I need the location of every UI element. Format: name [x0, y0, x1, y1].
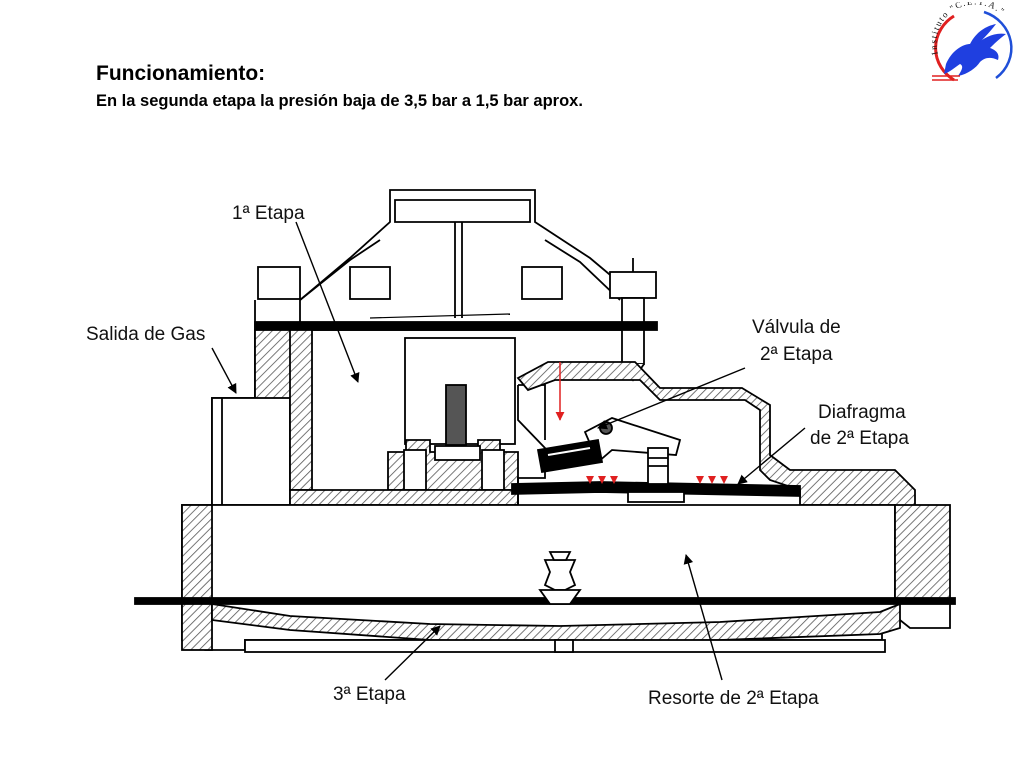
first-stage-gasket [254, 321, 658, 331]
winged-horse-icon [944, 24, 1006, 76]
leader-diafragma [737, 427, 806, 485]
diaphragm-plate [627, 491, 685, 503]
third-stage-chamber [211, 602, 901, 643]
leader-valvula [597, 367, 746, 430]
partition-floor [289, 489, 519, 506]
second-stage-diaphragm [511, 481, 801, 497]
bolt-center-left [349, 266, 391, 300]
cover-slope-left [299, 239, 381, 301]
label-valvula-line2: 2ª Etapa [760, 344, 833, 365]
leader-resorte [683, 554, 723, 681]
label-resorte: Resorte de 2ª Etapa [648, 688, 819, 709]
first-stage-valve-stem [445, 384, 467, 446]
label-diafragma-line2: de 2ª Etapa [810, 428, 909, 449]
page-subtitle: En la segunda etapa la presión baja de 3… [96, 92, 583, 110]
leader-salida-gas [211, 347, 237, 394]
logo-ring-right [983, 10, 1013, 80]
bolt-left [257, 266, 301, 300]
gas-outlet [211, 397, 291, 506]
stud-bolt [621, 297, 645, 365]
pressure-arrows [586, 476, 728, 484]
bolt-center-right [521, 266, 563, 300]
base-right-hatch [894, 504, 951, 601]
label-diafragma-line1: Diafragma [818, 402, 906, 423]
institute-logo: Instituto "C.E.T.A." [928, 2, 1013, 82]
bolt-right [609, 271, 657, 299]
label-tercera-etapa: 3ª Etapa [333, 684, 406, 705]
label-valvula-line1: Válvula de [752, 317, 841, 338]
relief-valve [543, 559, 577, 591]
page-title: Funcionamiento: [96, 62, 266, 85]
leader-tercera-etapa [384, 625, 441, 681]
third-stage-gasket [134, 597, 956, 605]
cover-slope-right [544, 239, 621, 301]
valve-seal [536, 438, 604, 474]
logo-underline [932, 75, 960, 81]
logo-ring-left [934, 14, 955, 82]
label-salida-gas: Salida de Gas [86, 324, 205, 345]
label-primera-etapa: 1ª Etapa [232, 203, 305, 224]
cover-rib [394, 199, 531, 223]
lever-pivot [599, 421, 613, 435]
leader-primera-etapa [295, 221, 360, 383]
base-left-hatch [181, 504, 213, 651]
